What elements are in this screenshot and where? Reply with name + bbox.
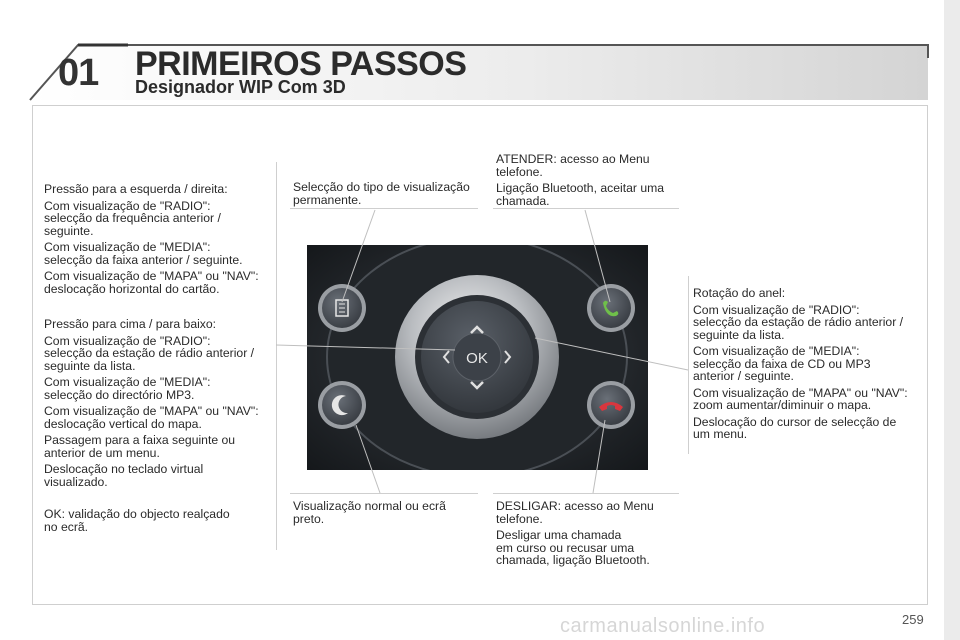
phone-answer-icon (587, 284, 635, 332)
phone-hangup-icon (587, 381, 635, 429)
callout-rule-night (290, 493, 478, 494)
chapter-header: 01 PRIMEIROS PASSOS Designador WIP Com 3… (0, 0, 960, 105)
content-panel (32, 105, 928, 605)
left-horizontal-block: Pressão para a esquerda / direita: Com v… (44, 183, 276, 299)
text-line: Rotação do anel: (693, 286, 786, 300)
night-mode-icon (318, 381, 366, 429)
text-line: Com visualização de "MEDIA": selecção do… (44, 375, 211, 402)
text-line: Pressão para cima / para baixo: (44, 317, 217, 331)
left-column-divider (276, 162, 277, 550)
watermark: carmanualsonline.info (560, 615, 766, 637)
text-line: ATENDER: acesso ao Menu telefone. (496, 152, 650, 179)
callout-rule-hangup (493, 493, 679, 494)
text-line: Deslocação no teclado virtual visualizad… (44, 462, 204, 489)
text-line: Selecção do tipo de visualização permane… (293, 180, 470, 207)
page-edge-strip (944, 0, 960, 640)
page-number: 259 (902, 612, 924, 627)
page-title: PRIMEIROS PASSOS (135, 45, 467, 83)
ok-label: OK (466, 350, 488, 367)
wip-controller-photo: OK (307, 236, 648, 478)
left-ok-block: OK: validação do objecto realçado no ecr… (44, 508, 276, 537)
text-line: Com visualização de "RADIO": selecção da… (693, 302, 904, 342)
menu-list-icon (318, 284, 366, 332)
right-ring-block: Rotação do anel: Com visualização de "RA… (693, 287, 933, 445)
chevron-up-icon (470, 325, 484, 334)
text-line: Com visualização de "MEDIA": selecção da… (44, 240, 243, 267)
text-line: Com visualização de "RADIO": selecção da… (44, 333, 255, 373)
text-line: Ligação Bluetooth, aceitar uma chamada. (496, 181, 665, 208)
right-column-divider (688, 276, 689, 454)
text-line: Visualização normal ou ecrã preto. (293, 499, 446, 526)
text-line: Passagem para a faixa seguinte ou anteri… (44, 433, 236, 460)
text-line: Com visualização de "MAPA" ou "NAV": des… (44, 404, 259, 431)
chevron-right-icon (504, 350, 512, 364)
page-subtitle: Designador WIP Com 3D (135, 77, 346, 97)
text-line: Pressão para a esquerda / direita: (44, 182, 228, 196)
chapter-number: 01 (58, 52, 99, 94)
callout-night-mode: Visualização normal ou ecrã preto. (293, 500, 483, 529)
text-line: Com visualização de "RADIO": selecção da… (44, 198, 221, 238)
callout-display-type: Selecção do tipo de visualização permane… (293, 181, 483, 210)
callout-rule-answer (493, 208, 679, 209)
callout-answer: ATENDER: acesso ao Menu telefone. Ligaçã… (496, 153, 686, 211)
callout-rule-display (290, 208, 478, 209)
text-line: Com visualização de "MAPA" ou "NAV": zoo… (693, 385, 908, 412)
chevron-left-icon (442, 350, 450, 364)
left-vertical-block: Pressão para cima / para baixo: Com visu… (44, 318, 276, 492)
chevron-down-icon (470, 381, 484, 390)
text-line: Com visualização de "MAPA" ou "NAV": des… (44, 269, 259, 296)
callout-hangup: DESLIGAR: acesso ao Menu telefone. Desli… (496, 500, 686, 571)
text-line: OK: validação do objecto realçado no ecr… (44, 507, 230, 534)
text-line: Com visualização de "MEDIA": selecção da… (693, 344, 871, 383)
header-tab-shape (29, 43, 929, 101)
text-line: Desligar uma chamada em curso ou recusar… (496, 528, 650, 567)
text-line: Deslocação do cursor de selecção de um m… (693, 414, 897, 441)
text-line: DESLIGAR: acesso ao Menu telefone. (496, 499, 654, 526)
